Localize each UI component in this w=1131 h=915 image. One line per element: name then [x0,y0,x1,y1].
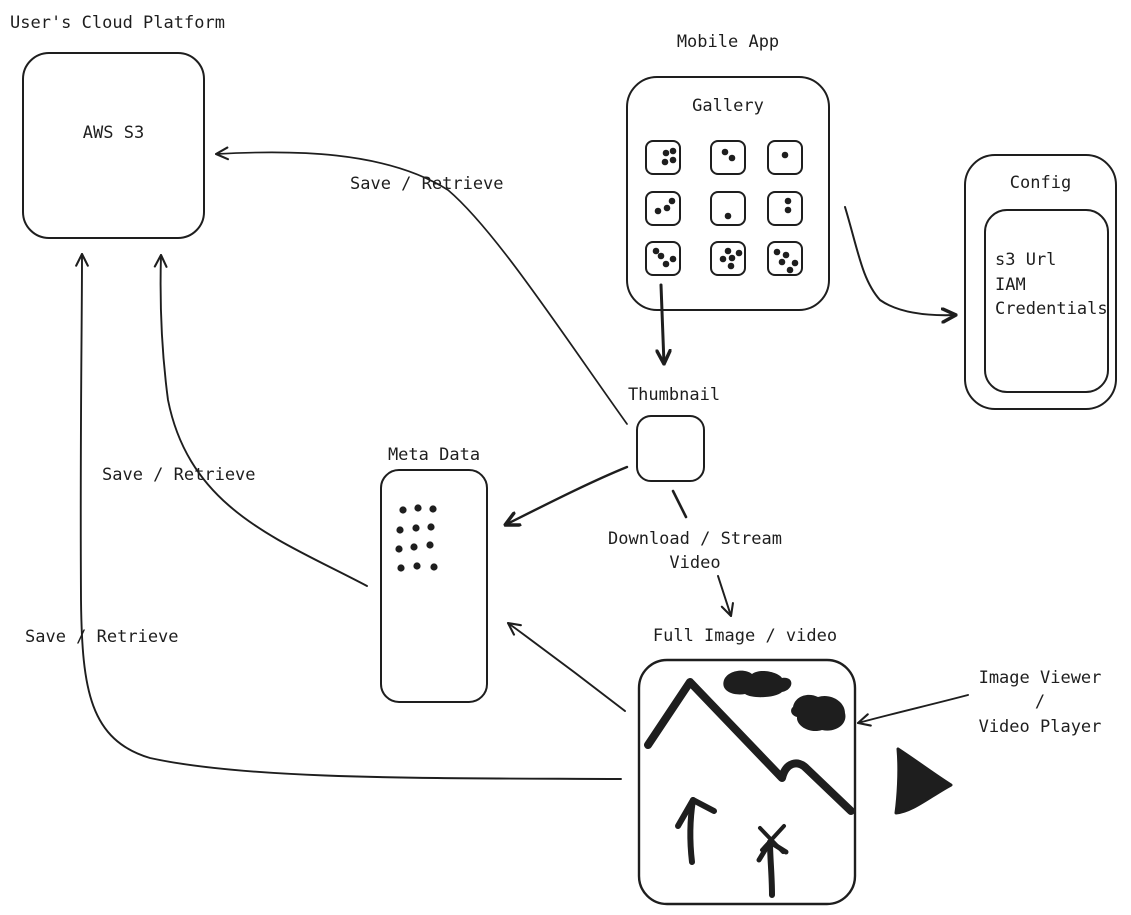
arrow-full-image-to-meta [506,621,626,712]
landscape-sketch [644,678,855,898]
mobile-app-label: Mobile App [676,32,780,52]
gallery-tile-dot [654,207,662,215]
gallery-tile-dot [668,197,676,205]
full-image-label: Full Image / video [652,626,838,646]
arrow-thumbnail-to-s3 [214,146,628,425]
gallery-tile-dot [784,197,792,205]
gallery-tile-dot [669,147,677,155]
edge-label-full-image-s3: Save / Retrieve [25,627,179,647]
meta-data-label: Meta Data [387,445,481,465]
arrow-thumbnail-to-full-image [717,575,734,618]
gallery-label: Gallery [692,96,764,116]
gallery-tile-dot [662,260,670,268]
gallery-tile-dot [662,149,670,157]
config-line-credentials: Credentials [995,299,1108,319]
gallery-tile [645,191,681,226]
viewer-line-1: Image Viewer [978,668,1102,688]
gallery-tile-dot [781,151,789,159]
arrow-thumbnail-to-meta [505,465,629,525]
edge-label-download-line2: Video [669,553,721,573]
gallery-tile [767,241,803,276]
viewer-line-3: Video Player [978,717,1102,737]
gallery-tile-dot [791,259,799,267]
gallery-tile [710,140,746,175]
arrow-viewer-to-full-image [856,694,969,727]
config-line-iam: IAM [995,275,1026,295]
gallery-grid [645,140,803,276]
gallery-tile-dot [663,204,671,212]
gallery-tile-dot [778,258,786,266]
gallery-tile-dot [773,248,781,256]
play-icon [894,747,953,815]
config-line-s3-url: s3 Url [995,250,1057,270]
aws-s3-label: AWS S3 [82,123,145,143]
gallery-tile-dot [652,247,660,255]
gallery-tile [710,191,746,226]
arrow-meta-to-s3 [153,253,368,587]
config-title: Config [1009,173,1072,193]
config-inner-box [984,209,1109,393]
arrow-thumbnail-to-full-image-top [671,489,688,519]
gallery-tile-dot [657,252,665,260]
gallery-tile-dot [782,251,790,259]
thumbnail-box [636,415,705,482]
gallery-tile-dot [728,254,736,262]
edge-label-meta-s3: Save / Retrieve [102,465,256,485]
gallery-tile [767,191,803,226]
full-image-box [637,658,857,906]
cloud-platform-label: User's Cloud Platform [10,13,225,33]
arrow-gallery-to-config [844,206,956,315]
gallery-tile [767,140,803,175]
gallery-tile-dot [727,262,735,270]
gallery-tile-dot [719,255,727,263]
viewer-line-2: / [1034,692,1046,712]
arrow-full-image-to-s3 [75,252,622,780]
thumbnail-label: Thumbnail [627,385,721,405]
gallery-tile-dot [669,255,677,263]
edge-label-download-line1: Download / Stream [608,529,782,549]
gallery-tile [710,241,746,276]
mobile-app-box [626,76,830,311]
gallery-tile-dot [721,148,729,156]
gallery-tile-dot [735,249,743,257]
gallery-tile-dot [728,154,736,162]
gallery-tile-dot [786,266,794,274]
gallery-tile-dot [724,212,732,220]
meta-data-box [380,469,488,703]
gallery-tile [645,140,681,175]
gallery-tile [645,241,681,276]
edge-label-thumbnail-s3: Save / Retrieve [350,174,504,194]
config-outer-box [964,154,1117,410]
gallery-tile-dot [661,158,669,166]
meta-data-dots [395,504,438,572]
gallery-tile-dot [784,206,792,214]
arrow-gallery-to-thumbnail [661,283,664,364]
aws-s3-box [22,52,205,239]
gallery-tile-dot [724,247,732,255]
gallery-tile-dot [669,156,677,164]
cloud-blobs [723,670,846,732]
